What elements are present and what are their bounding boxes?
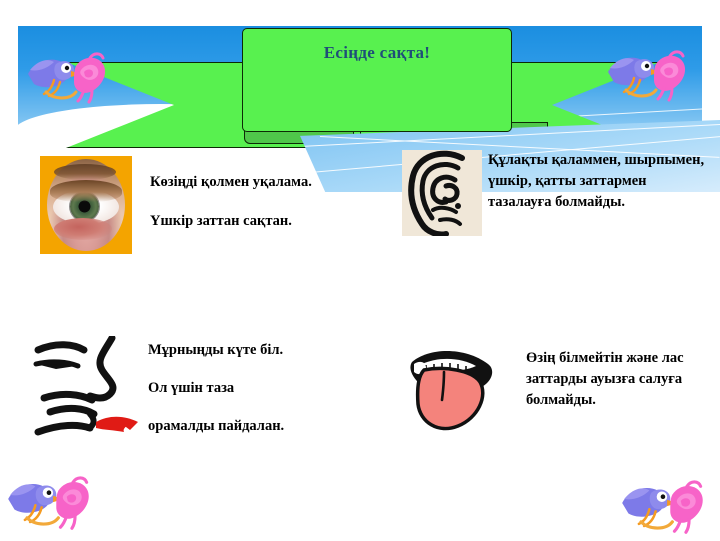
mouth-tongue-svg: [410, 351, 493, 431]
mouth-line-1: Өзің білмейтін және лас заттарды ауызға …: [526, 350, 684, 409]
birds-icon: [8, 476, 89, 530]
ear-text-block: Құлақты қаламмен, шырпымен, үшкір, қатты…: [488, 150, 710, 213]
eye-line-2: Үшкір заттан сақтан.: [150, 213, 292, 230]
eye-lower-lid: [54, 218, 112, 240]
nose-profile-svg: [33, 334, 138, 436]
nose-line-2: Ол үшін таза: [148, 380, 235, 397]
page-title: Есіңде сақта!: [323, 43, 431, 62]
eye-text-block: Көзіңді қолмен уқалама. Үшкір заттан сақ…: [150, 156, 350, 232]
nose-line-1: Мұрныңды күте біл.: [148, 342, 284, 358]
bird-pair-top-left: [24, 44, 112, 109]
birds-icon: [608, 50, 686, 102]
ear-icon-svg: [408, 150, 465, 238]
bird-pair-bottom-left: [4, 466, 96, 537]
eye-photo-icon: [40, 156, 132, 254]
nose-text-block: Мұрныңды күте біл. Ол үшін таза орамалды…: [148, 336, 358, 437]
title-plaque: Есіңде сақта!: [242, 28, 512, 132]
nose-profile-icon: [26, 334, 144, 444]
bird-pair-bottom-right: [618, 470, 710, 541]
birds-icon: [28, 52, 106, 104]
mouth-tongue-icon: [406, 342, 506, 438]
item-nose: Мұрныңды күте біл. Ол үшін таза орамалды…: [26, 334, 366, 444]
bird-pair-top-right: [604, 42, 692, 107]
birds-icon: [622, 480, 703, 534]
nose-line-3: орамалды пайдалан.: [148, 418, 285, 435]
ear-icon: [402, 150, 482, 238]
ear-line-1: Құлақты қаламмен, шырпымен, үшкір, қатты…: [488, 152, 705, 211]
item-eye: Көзіңді қолмен уқалама. Үшкір заттан сақ…: [40, 156, 370, 254]
mouth-text-block: Өзің білмейтін және лас заттарды ауызға …: [526, 342, 716, 411]
eye-brow: [54, 164, 116, 180]
item-ear: Құлақты қаламмен, шырпымен, үшкір, қатты…: [402, 150, 712, 238]
eye-line-1: Көзіңді қолмен уқалама.: [150, 174, 312, 190]
header-banner: Есіңде сақта!: [14, 26, 718, 162]
item-mouth: Өзің білмейтін және лас заттарды ауызға …: [406, 342, 716, 438]
eye-lid: [50, 180, 122, 202]
